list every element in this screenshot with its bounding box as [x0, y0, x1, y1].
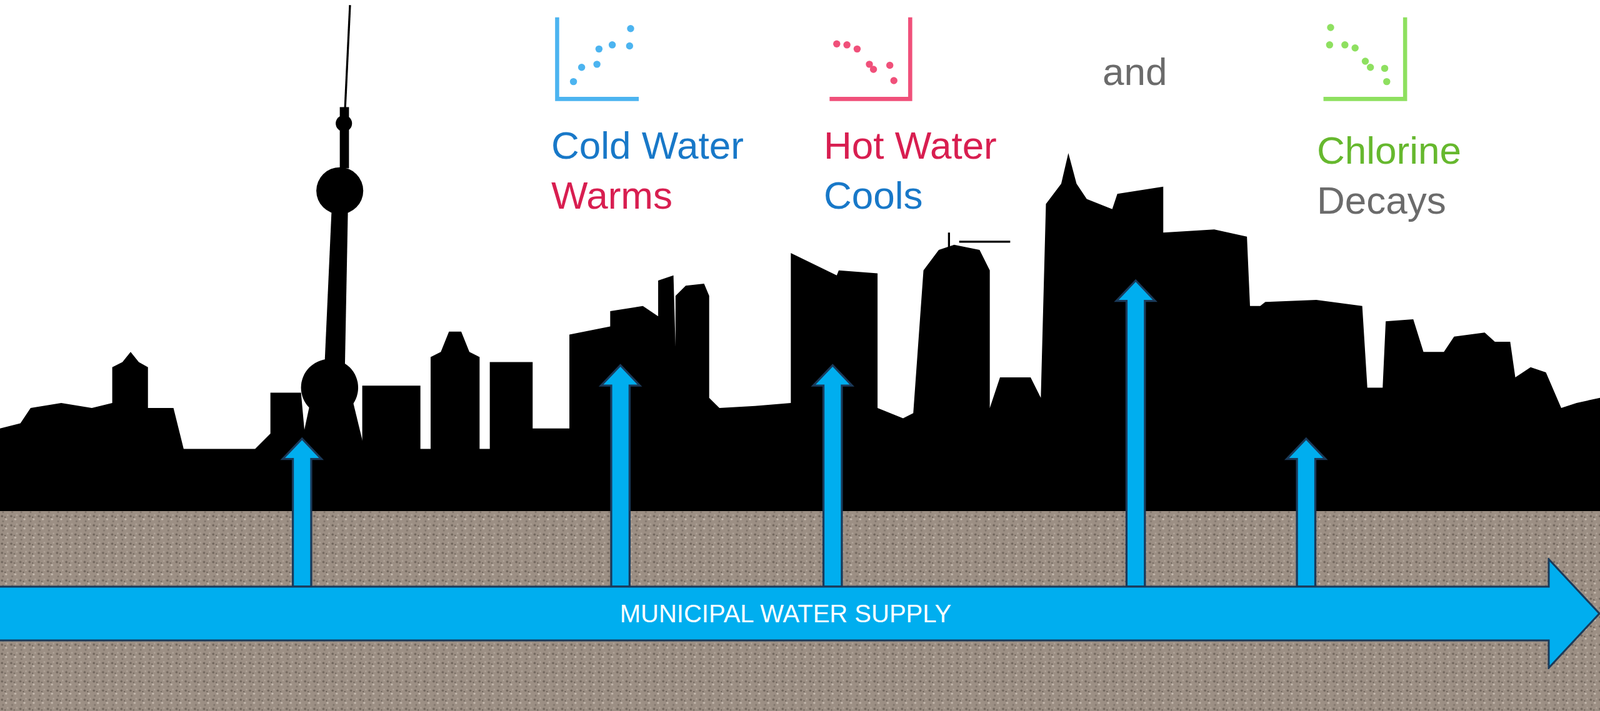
chart-caption: Cold Water	[551, 126, 744, 165]
chart-icon-warming	[556, 17, 639, 100]
tv-tower	[295, 5, 1010, 470]
riser-arrows	[282, 280, 1326, 587]
chart-icon-cooling	[829, 17, 910, 100]
chart-caption: Hot Water	[823, 126, 997, 165]
chart-caption: Cools	[823, 176, 924, 215]
conjunction-text: and	[1102, 52, 1167, 92]
supply-label: MUNICIPAL WATER SUPPLY	[620, 600, 952, 629]
chart-icon-decay	[1323, 17, 1406, 100]
chart-caption: Chlorine	[1316, 131, 1462, 170]
chart-caption: Warms	[551, 176, 673, 215]
skyline	[0, 153, 1600, 512]
supply-arrow: MUNICIPAL WATER SUPPLY	[0, 558, 1600, 670]
chart-caption: Decays	[1316, 181, 1447, 220]
